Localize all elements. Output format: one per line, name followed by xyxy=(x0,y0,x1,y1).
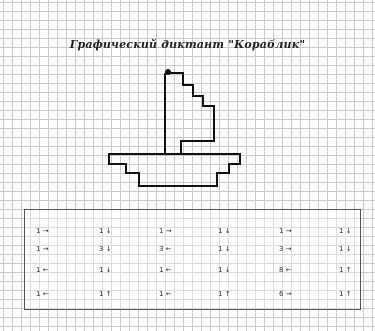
arrow-down-icon: ↓ xyxy=(225,245,231,253)
arrow-left-icon: ← xyxy=(286,266,292,274)
instruction-cell: 1 ↓ xyxy=(218,227,231,235)
instruction-cell: 1 ↓ xyxy=(339,227,352,235)
arrow-left-icon: ← xyxy=(166,266,172,274)
instructions-table xyxy=(24,209,361,310)
instruction-cell: 1 ← xyxy=(159,266,172,274)
instruction-cell: 3 → xyxy=(279,245,292,253)
ship-sail xyxy=(165,73,214,154)
arrow-down-icon: ↓ xyxy=(106,245,112,253)
instruction-cell: 3 ↓ xyxy=(99,245,112,253)
instruction-cell: 1 ↑ xyxy=(218,290,231,298)
instruction-cell: 1 → xyxy=(36,245,49,253)
instruction-cell: 1 ← xyxy=(36,266,49,274)
instruction-cell: 3 ← xyxy=(159,245,172,253)
arrow-up-icon: ↑ xyxy=(225,290,231,298)
arrow-down-icon: ↓ xyxy=(106,227,112,235)
arrow-down-icon: ↓ xyxy=(225,266,231,274)
arrow-down-icon: ↓ xyxy=(106,266,112,274)
instruction-cell: 1 ← xyxy=(159,290,172,298)
instruction-cell: 1 → xyxy=(36,227,49,235)
arrow-right-icon: → xyxy=(43,245,49,253)
arrow-down-icon: ↓ xyxy=(346,227,352,235)
arrow-right-icon: → xyxy=(286,290,292,298)
arrow-up-icon: ↑ xyxy=(346,266,352,274)
arrow-left-icon: ← xyxy=(166,290,172,298)
instruction-cell: 1 ↑ xyxy=(339,266,352,274)
arrow-left-icon: ← xyxy=(43,266,49,274)
instruction-cell: 1 ← xyxy=(36,290,49,298)
instruction-cell: 1 → xyxy=(159,227,172,235)
instruction-cell: 1 ↓ xyxy=(339,245,352,253)
instruction-cell: 1 ↓ xyxy=(218,266,231,274)
arrow-right-icon: → xyxy=(286,227,292,235)
arrow-right-icon: → xyxy=(166,227,172,235)
arrow-left-icon: ← xyxy=(166,245,172,253)
instruction-cell: 1 ↑ xyxy=(339,290,352,298)
arrow-down-icon: ↓ xyxy=(225,227,231,235)
instruction-cell: 1 ↓ xyxy=(99,266,112,274)
arrow-right-icon: → xyxy=(43,227,49,235)
arrow-right-icon: → xyxy=(286,245,292,253)
instruction-cell: 8 ← xyxy=(279,266,292,274)
instruction-cell: 1 ↓ xyxy=(218,245,231,253)
ship-hull xyxy=(109,154,240,186)
instruction-cell: 1 ↑ xyxy=(99,290,112,298)
instruction-cell: 6 → xyxy=(279,290,292,298)
arrow-left-icon: ← xyxy=(43,290,49,298)
arrow-up-icon: ↑ xyxy=(346,290,352,298)
instruction-cell: 1 → xyxy=(279,227,292,235)
arrow-down-icon: ↓ xyxy=(346,245,352,253)
arrow-up-icon: ↑ xyxy=(106,290,112,298)
instruction-cell: 1 ↓ xyxy=(99,227,112,235)
